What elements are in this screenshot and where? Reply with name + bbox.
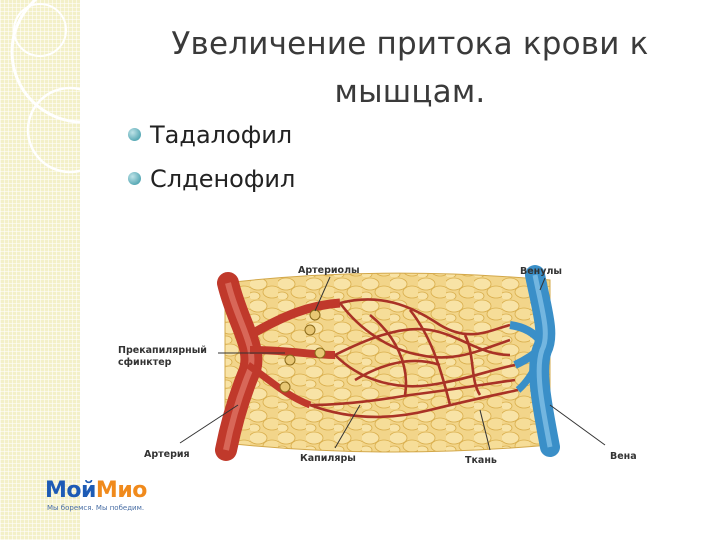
capillary-bed-diagram: Артериолы Венулы Прекапилярный сфинктер …	[110, 255, 650, 470]
label-pointers	[179, 276, 606, 451]
arteriole-vessel	[249, 346, 336, 359]
arteriole-vessel	[246, 362, 312, 409]
label-capillaries: Капиляры	[300, 453, 356, 464]
title-line-1: Увеличение притока крови к	[171, 26, 649, 62]
label-vein: Вена	[610, 451, 637, 462]
label-artery: Артерия	[144, 449, 190, 460]
bullet-text: Тадалофил	[150, 121, 293, 149]
bullet-list: Тадалофил Слденофил	[128, 120, 295, 208]
capillary-bed-illustration	[179, 265, 606, 461]
logo-wordmark: МойМио	[45, 478, 147, 504]
logo-part-1: Мой	[45, 478, 96, 503]
bullet-item: Тадалофил	[128, 120, 295, 164]
decorative-side-strip	[0, 0, 80, 540]
label-sphincter-line2: сфинктер	[118, 357, 172, 368]
title-line-2: мышцам.	[334, 74, 486, 110]
logo-part-2: Мио	[95, 478, 147, 503]
bullet-dot-icon	[128, 128, 141, 141]
label-arterioles: Артериолы	[298, 265, 360, 276]
bullet-text: Слденофил	[150, 165, 296, 193]
moimio-logo: МойМио Мы боремся. Мы победим.	[45, 478, 195, 518]
logo-tagline: Мы боремся. Мы победим.	[47, 504, 145, 512]
bullet-item: Слденофил	[128, 164, 295, 208]
capillary-network	[309, 298, 519, 419]
decorative-circles	[10, 0, 140, 174]
label-tissue: Ткань	[465, 455, 497, 466]
label-venules: Венулы	[520, 266, 562, 277]
bullet-dot-icon	[128, 172, 141, 185]
arteriole-vessel	[247, 298, 341, 339]
label-sphincter: Прекапилярный сфинктер	[118, 345, 207, 369]
label-sphincter-line1: Прекапилярный	[118, 345, 207, 356]
slide-title: Увеличение притока крови к мышцам.	[140, 20, 680, 116]
